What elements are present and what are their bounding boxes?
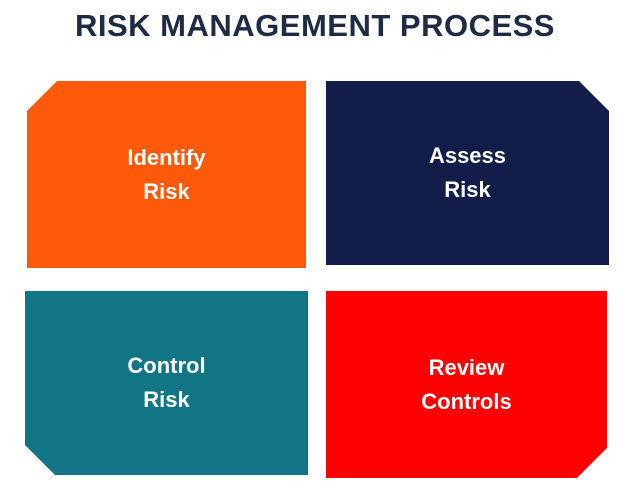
step-label-line2: Risk xyxy=(143,387,190,412)
step-label-line2: Risk xyxy=(444,177,491,202)
step-review-controls: Review Controls xyxy=(326,291,607,478)
step-label-line2: Controls xyxy=(421,388,512,414)
step-identify-risk: Identify Risk xyxy=(27,81,306,268)
step-assess-risk: Assess Risk xyxy=(326,81,609,265)
step-label-line1: Review xyxy=(428,354,505,380)
step-control-risk: Control Risk xyxy=(25,291,308,475)
step-label-line1: Assess xyxy=(428,143,507,168)
step-label-line1: Identify xyxy=(127,144,206,170)
step-label-line2: Risk xyxy=(143,178,190,204)
page-title: RISK MANAGEMENT PROCESS xyxy=(75,8,555,43)
step-label-line1: Control xyxy=(127,353,206,378)
